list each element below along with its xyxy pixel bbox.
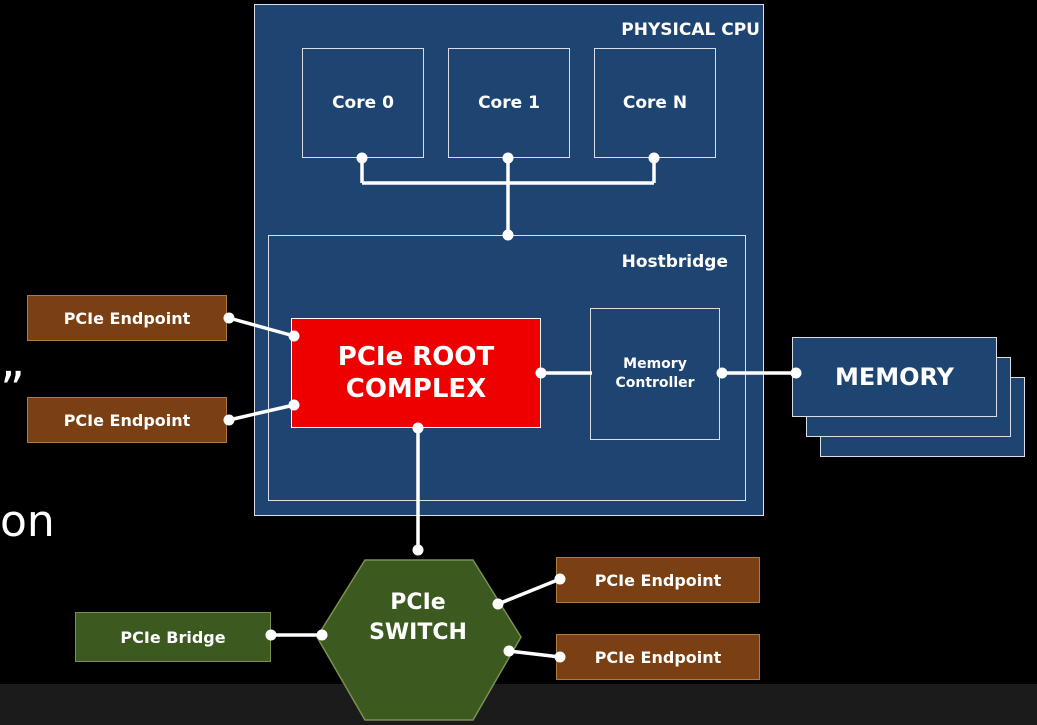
left-top-endpoint-link <box>228 316 295 338</box>
junction-dot <box>716 367 728 379</box>
junction-dot <box>554 573 566 585</box>
core-n-label: Core N <box>622 93 688 113</box>
core-1-label: Core 1 <box>478 93 540 113</box>
junction-dot <box>288 399 300 411</box>
hostbridge-label: Hostbridge <box>621 252 728 272</box>
memory-box: MEMORY <box>792 337 997 417</box>
bridge-label: PCIe Bridge <box>120 627 226 647</box>
junction-dot <box>223 312 235 324</box>
core-0-box: Core 0 <box>302 48 424 158</box>
switch-to-right-top-link <box>497 577 561 606</box>
endpoint-label: PCIe Endpoint <box>594 647 722 667</box>
memory-controller-line2: Controller <box>615 375 695 391</box>
endpoint-label: PCIe Endpoint <box>594 570 722 590</box>
junction-dot <box>502 152 514 164</box>
junction-dot <box>412 544 424 556</box>
junction-dot <box>265 629 277 641</box>
pcie-bridge: PCIe Bridge <box>75 612 271 662</box>
bottom-photo-strip <box>0 684 1037 725</box>
endpoint-label: PCIe Endpoint <box>63 410 191 430</box>
junction-dot <box>502 229 514 241</box>
switch-line1: PCIe <box>390 590 446 615</box>
pcie-endpoint-right-top: PCIe Endpoint <box>556 557 760 603</box>
junction-dot <box>356 152 368 164</box>
switch-line2: SWITCH <box>369 619 467 645</box>
junction-dot <box>412 422 424 434</box>
endpoint-label: PCIe Endpoint <box>63 308 191 328</box>
root-complex-line1: PCIe ROOT <box>337 341 495 372</box>
junction-dot <box>288 330 300 342</box>
junction-dot <box>535 367 547 379</box>
junction-dot <box>316 629 328 641</box>
pcie-endpoint-left-bottom: PCIe Endpoint <box>27 397 227 443</box>
partial-word-text: on <box>0 496 55 547</box>
physical-cpu-label: PHYSICAL CPU <box>621 20 760 40</box>
junction-dot <box>554 651 566 663</box>
pcie-root-complex: PCIe ROOT COMPLEX <box>291 318 541 428</box>
core-0-label: Core 0 <box>332 93 394 113</box>
pcie-endpoint-right-bottom: PCIe Endpoint <box>556 634 760 680</box>
memory-controller: Memory Controller <box>590 308 720 440</box>
pcie-endpoint-left-top: PCIe Endpoint <box>27 295 227 341</box>
junction-dot <box>648 152 660 164</box>
junction-dot <box>492 598 504 610</box>
memory-label: MEMORY <box>834 363 955 391</box>
root-complex-line2: COMPLEX <box>345 374 487 404</box>
switch-to-right-bottom-link <box>508 649 561 659</box>
pcie-switch-label: PCIe SWITCH <box>330 588 506 647</box>
partial-quote-text: ” <box>0 362 25 418</box>
junction-dot <box>790 367 802 379</box>
memory-controller-line1: Memory <box>623 356 687 373</box>
core-1-box: Core 1 <box>448 48 570 158</box>
left-bottom-endpoint-link <box>228 403 295 422</box>
junction-dot <box>503 645 515 657</box>
junction-dot <box>223 414 235 426</box>
